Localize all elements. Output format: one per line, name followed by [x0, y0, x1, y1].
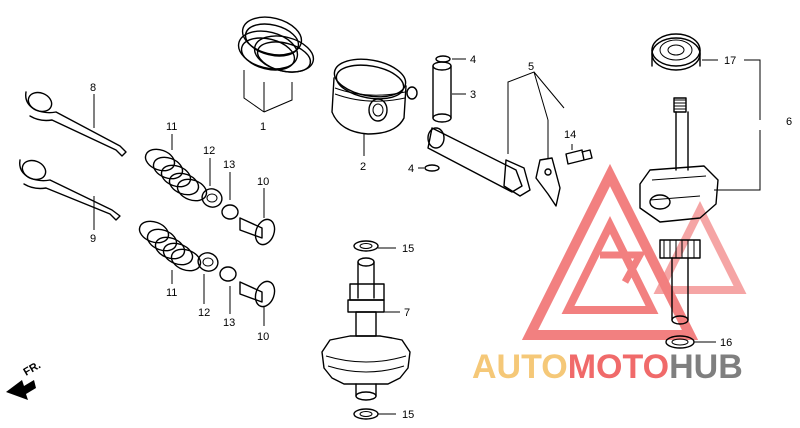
callout-piston: 2 [360, 161, 366, 173]
callout-valve-spring-top: 11 [166, 121, 177, 133]
callout-crankshaft: 6 [786, 116, 792, 128]
callout-spring-retainer-top: 12 [203, 145, 215, 157]
callout-connecting-rod: 5 [528, 61, 534, 73]
watermark-logo [521, 163, 747, 340]
watermark-wordmark: AUTOMOTOHUB [472, 348, 743, 386]
callout-valve-lifter-top: 10 [257, 176, 269, 188]
piston-pin-parts [418, 55, 466, 172]
callout-piston-rings: 1 [260, 121, 266, 133]
connecting-rod [427, 71, 593, 207]
oil-seal [665, 335, 716, 349]
piston [331, 58, 418, 156]
watermark-part-auto: AUTOMOTOHUB [472, 348, 743, 386]
callout-labels: 1 2 4 3 4 5 14 6 17 15 7 15 16 8 9 11 11… [90, 54, 792, 421]
callout-piston-pin: 3 [470, 89, 476, 101]
callout-bearing: 17 [724, 55, 736, 67]
callout-rod-bolt: 14 [564, 129, 576, 141]
piston-rings [237, 16, 315, 113]
callout-exhaust-valve: 9 [90, 233, 96, 245]
callout-intake-valve: 8 [90, 82, 96, 94]
front-direction-marker: FR. [6, 359, 43, 400]
callout-camshaft: 7 [404, 307, 410, 319]
callout-oil-seal: 16 [720, 337, 732, 349]
front-direction-label: FR. [22, 359, 43, 378]
callout-valve-spring-bottom: 11 [166, 287, 177, 299]
callout-retainer-collar-bottom: 13 [223, 317, 235, 329]
valve-retainers [197, 158, 276, 326]
callout-retainer-collar-top: 13 [223, 159, 235, 171]
callout-cam-washer-top: 15 [402, 243, 414, 255]
callout-pin-clip-bottom: 4 [408, 163, 414, 175]
valve-springs [138, 134, 208, 284]
callout-spring-retainer-bottom: 12 [198, 307, 210, 319]
camshaft [321, 240, 411, 420]
bearing [651, 33, 761, 120]
valves [19, 91, 127, 230]
callout-cam-washer-bottom: 15 [402, 409, 414, 421]
crankshaft [639, 97, 761, 325]
callout-valve-lifter-bottom: 10 [257, 331, 269, 343]
callout-pin-clip-top: 4 [470, 54, 476, 66]
